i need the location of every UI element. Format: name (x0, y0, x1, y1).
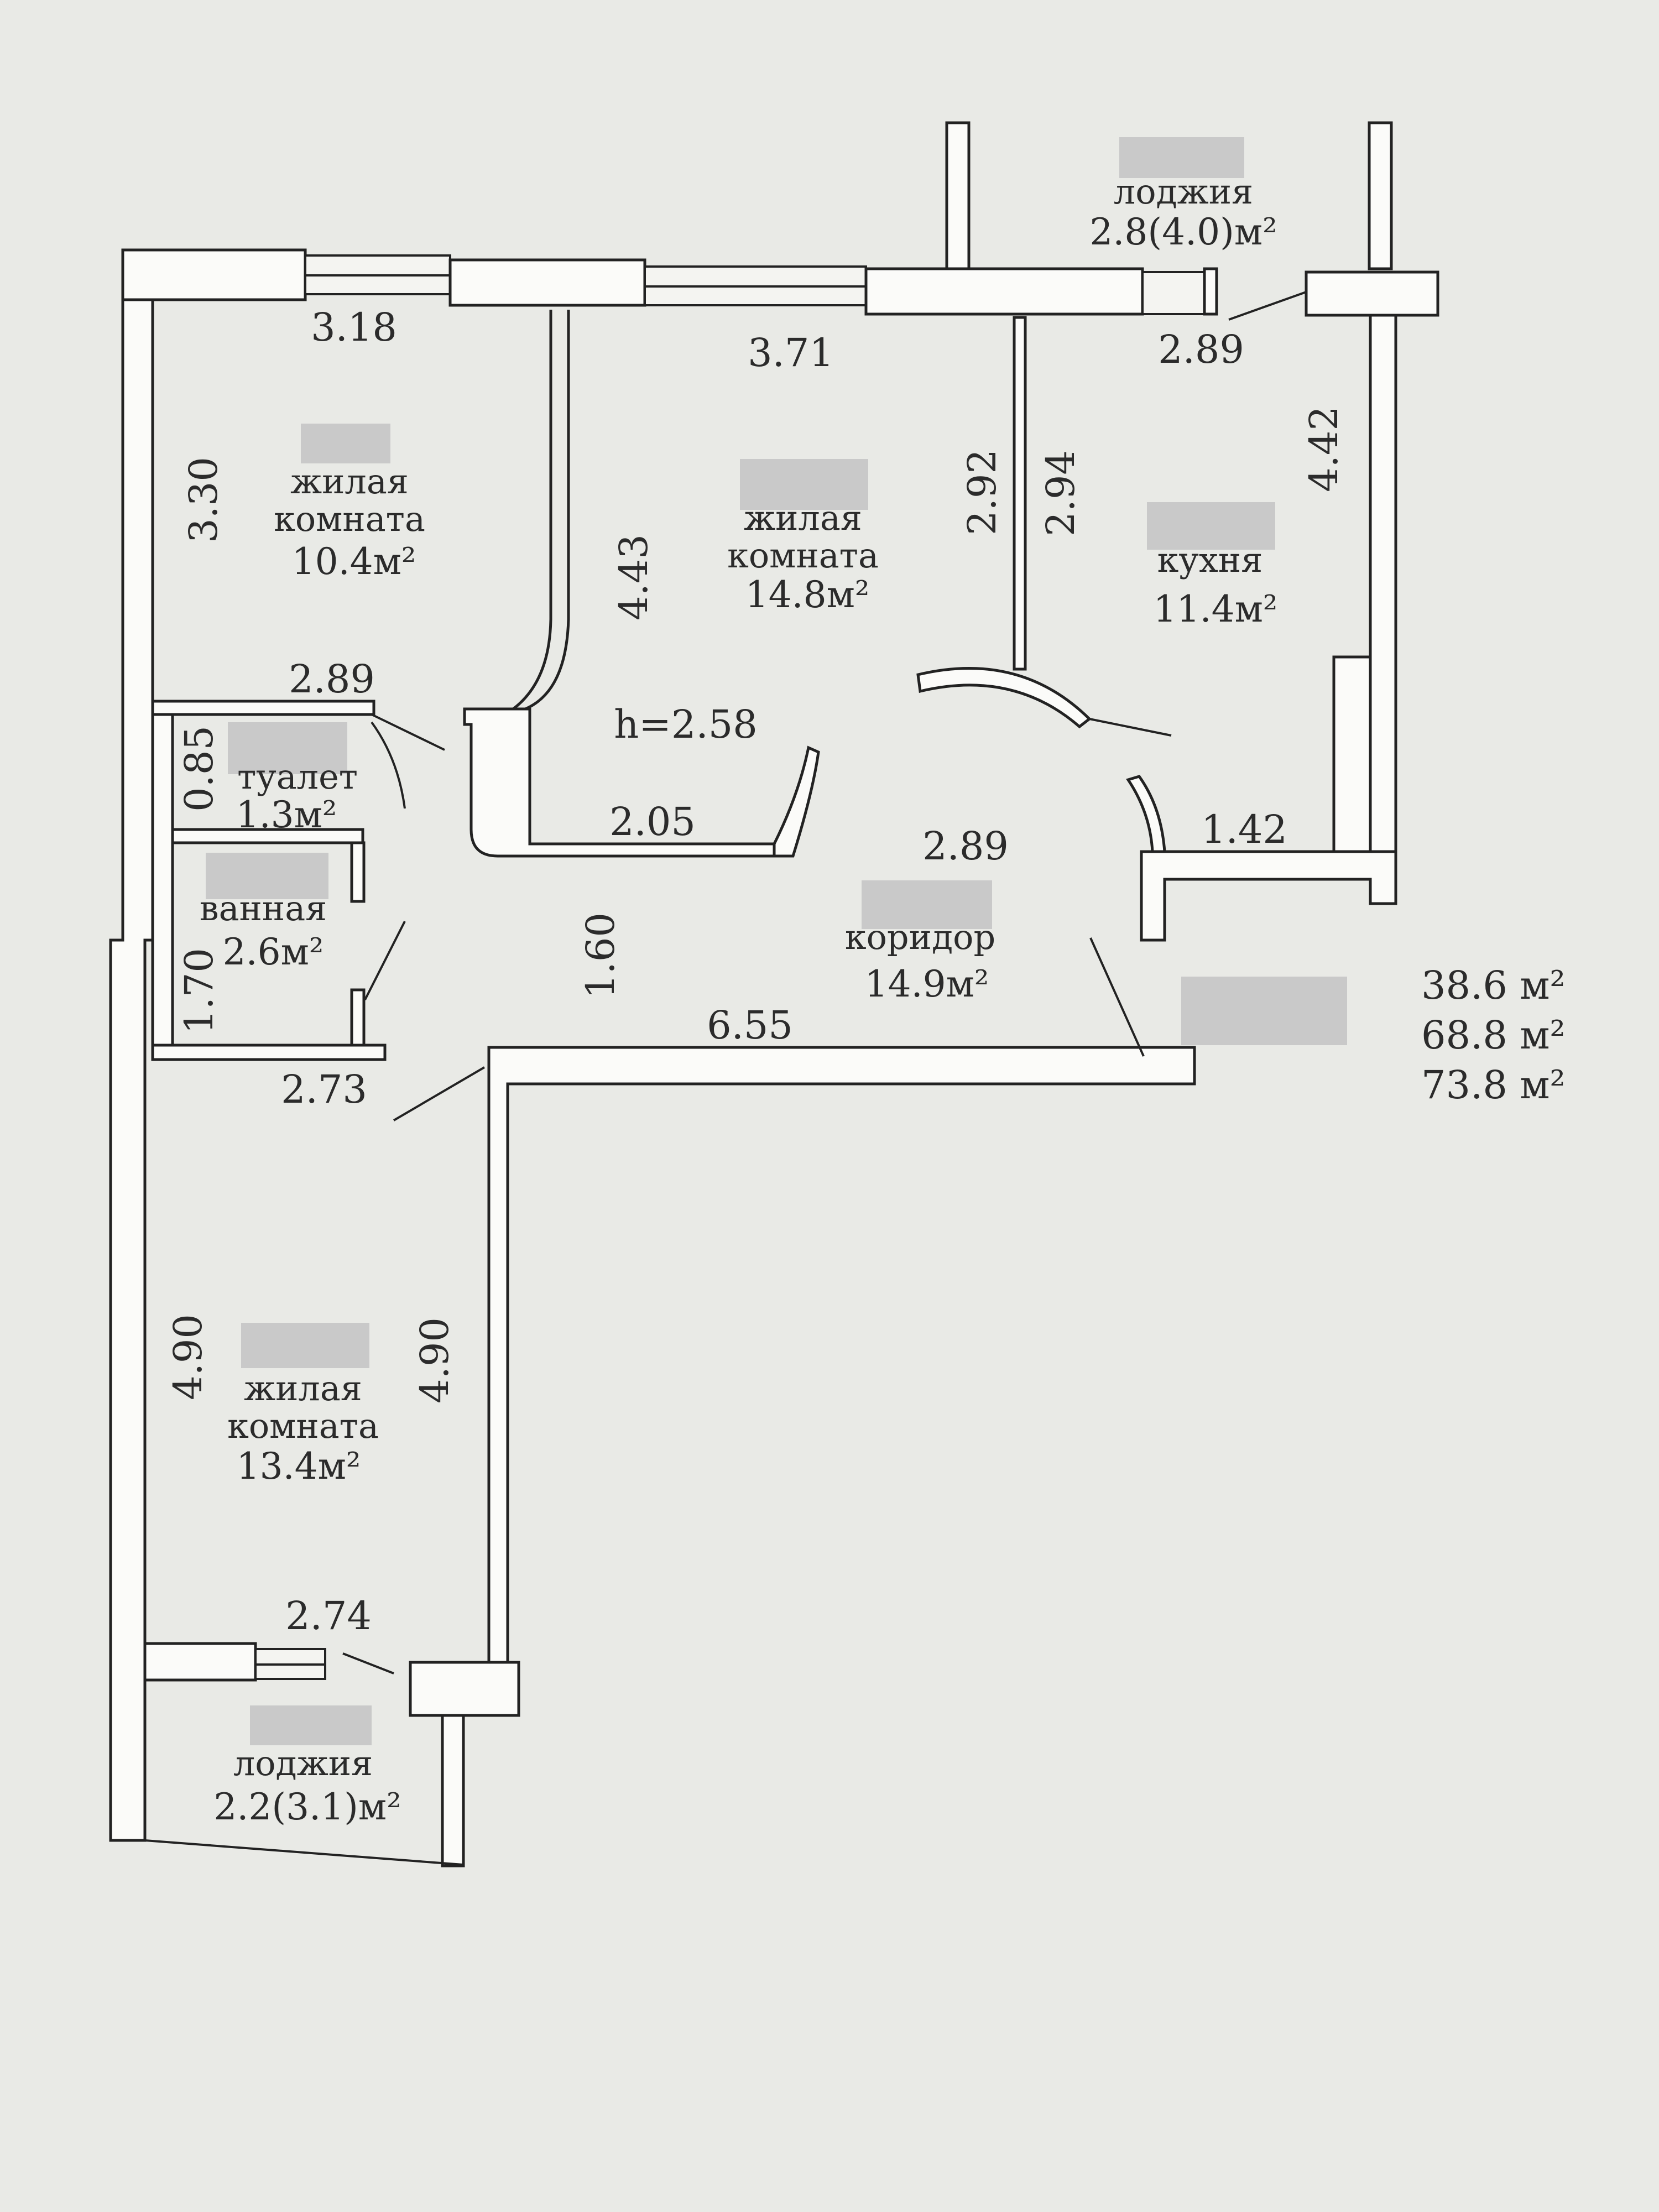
dimension-label: 4.90 (412, 1317, 457, 1404)
door-kitchen-lower-arc (1126, 775, 1166, 853)
redactions (206, 137, 1347, 1745)
dimension-label: 2.89 (1158, 327, 1244, 372)
room-bath-name: ванная (200, 888, 327, 928)
dimension-label: 3.18 (311, 305, 397, 350)
dimension-label: 1.42 (1201, 807, 1287, 852)
wall-top-right (864, 267, 1144, 316)
redaction (301, 424, 390, 463)
dimension-label: 2.94 (1038, 450, 1083, 536)
room-loggia-lower-area: 2.2(3.1)м² (213, 1786, 401, 1828)
total-area-with-loggias: 73.8 м² (1421, 1062, 1566, 1108)
dimension-label: 3.71 (748, 330, 834, 375)
redaction (228, 722, 347, 774)
partition-living-kitchen (1013, 316, 1027, 671)
door-swings (342, 291, 1307, 1674)
redaction (250, 1705, 372, 1745)
room-toilet-area: 1.3м² (236, 794, 337, 836)
kitchen-column (1332, 655, 1372, 853)
total-area: 68.8 м² (1421, 1013, 1566, 1058)
wall-right-pier (1305, 270, 1439, 317)
room-kitchen-name: кухня (1157, 540, 1263, 580)
wall-bath-stub (350, 988, 366, 1052)
dimension-label: 2.74 (285, 1593, 372, 1639)
wall-bedroom-toilet (151, 700, 375, 716)
room-bedroom-2-area: 13.4м² (237, 1445, 361, 1488)
wall-loggia-lower-right (441, 1714, 465, 1867)
room-loggia-lower-name: лоджия (233, 1743, 373, 1783)
wall-bath-bottom (151, 1044, 387, 1061)
redaction (1147, 502, 1275, 550)
door-lower-bedroom-leaf (342, 1652, 394, 1674)
dimension-label: 3.30 (181, 457, 226, 543)
wall-lower-pier (409, 1661, 520, 1717)
partition-bedroom-living-2 (525, 310, 570, 711)
door-balcony-leaf (1228, 291, 1307, 321)
dimension-label: 2.92 (959, 449, 1005, 535)
door-kitchen-arc (916, 666, 1092, 729)
wall-wc-left (151, 713, 174, 1059)
dimension-label: 6.55 (707, 1003, 793, 1048)
dimension-label: 1.70 (176, 948, 222, 1034)
redaction (740, 459, 868, 510)
redaction (862, 880, 992, 929)
wall-loggia-lower-bottom (144, 1839, 464, 1866)
door-corridor-leaf (1089, 937, 1145, 1057)
redaction (241, 1323, 369, 1368)
room-toilet-name: туалет (237, 757, 358, 797)
room-bedroom-1-area: 10.4м² (292, 540, 416, 583)
wall-corridor-bottom (487, 1046, 1196, 1664)
dimension-label: 2.73 (281, 1067, 367, 1112)
room-bath-area: 2.6м² (223, 931, 324, 973)
door-bath-leaf (364, 921, 406, 1000)
area-totals: 38.6 м² 68.8 м² 73.8 м² (1421, 963, 1566, 1108)
dimension-label: 4.90 (165, 1314, 211, 1400)
dimension-label: 2.89 (922, 823, 1009, 869)
door-toilet-leaf (371, 713, 445, 751)
dimension-label: 2.89 (289, 656, 375, 702)
door-lower-bedroom-entry (393, 1066, 486, 1121)
redaction (1119, 137, 1244, 178)
wall-top-pier (448, 258, 646, 307)
wall-loggia-upper-right (1368, 121, 1393, 270)
wall-lower-bedroom-bottom (143, 1642, 257, 1682)
dimension-label: 1.60 (578, 912, 623, 999)
total-living-area: 38.6 м² (1421, 963, 1566, 1008)
wall-left-outer (109, 248, 154, 1842)
room-corridor-name: коридор (845, 917, 995, 957)
wall-kitchen-bottom (1140, 850, 1397, 942)
dimension-label: 0.85 (176, 726, 222, 812)
walls (109, 121, 1439, 1867)
partition-bedroom-living (512, 310, 552, 710)
wall-right-outer (1369, 314, 1397, 905)
wall-top-left (121, 248, 307, 301)
dimension-label: 4.43 (611, 534, 656, 620)
door-living-arc (773, 745, 820, 858)
door-kitchen-leaf (1089, 718, 1172, 737)
room-living-area: 14.8м² (745, 573, 870, 616)
balcony-door (1141, 271, 1206, 315)
ceiling-height: h=2.58 (614, 702, 758, 747)
dimension-label: 4.42 (1301, 406, 1347, 492)
redaction (1181, 977, 1347, 1045)
room-corridor-area: 14.9м² (865, 963, 989, 1005)
room-kitchen-area: 11.4м² (1154, 588, 1278, 630)
room-loggia-upper-area: 2.8(4.0)м² (1089, 211, 1277, 253)
balcony-door-post (1203, 267, 1218, 316)
door-toilet-swing (371, 721, 406, 809)
wall-loggia-upper-left (945, 121, 971, 270)
dimension-labels: 3.18 3.71 2.89 4.42 3.30 4.43 2.92 2.94 … (165, 305, 1347, 1639)
room-loggia-upper-name: лоджия (1114, 171, 1253, 212)
redaction (206, 853, 328, 899)
dimension-label: 2.05 (609, 799, 696, 844)
wall-toilet-stub (350, 841, 366, 903)
